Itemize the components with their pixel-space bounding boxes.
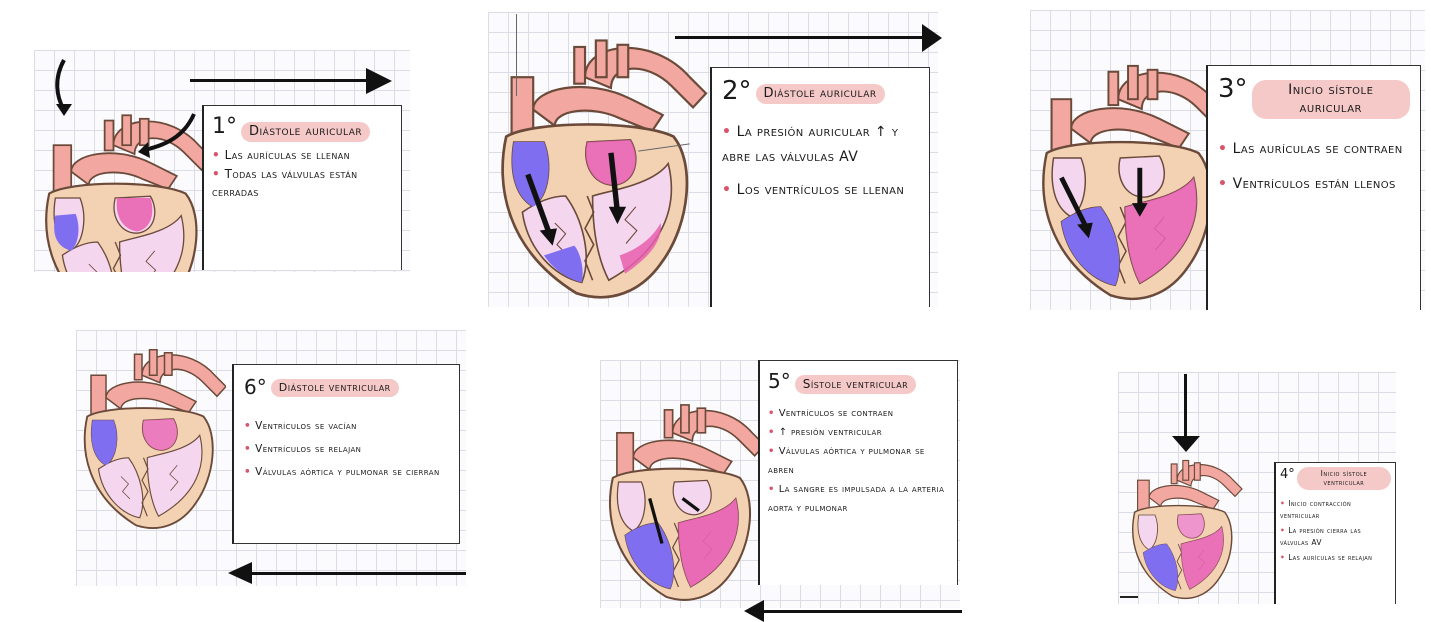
- step-3-card: 3° Inicio sístole auricular • Las aurícu…: [1206, 65, 1421, 310]
- step-6-card: 6° Diástole ventricular • Ventrículos se…: [232, 364, 460, 544]
- step-3-panel: 3° Inicio sístole auricular • Las aurícu…: [1030, 10, 1425, 310]
- step-2-panel: 2° Diástole auricular • La presión auric…: [488, 12, 938, 307]
- step-4-card: 4° Inicio sístole ventricular • Inicio c…: [1274, 462, 1396, 604]
- step-number: 4°: [1280, 467, 1295, 482]
- pointer-line: [1120, 596, 1138, 598]
- step-item: • La presión cierra las válvulas AV: [1280, 525, 1391, 549]
- flow-arrow: [250, 572, 466, 575]
- step-title: Inicio sístole auricular: [1252, 80, 1410, 119]
- step-item: • Las aurículas se contraen: [1218, 137, 1410, 162]
- flow-arrow: [1184, 374, 1187, 438]
- heart-diagram: [488, 34, 708, 304]
- step-item: • Inicio contracción ventricular: [1280, 498, 1391, 522]
- step-item: • Las aurículas se relajan: [1280, 552, 1391, 564]
- step-number: 3°: [1218, 74, 1248, 104]
- step-item: • Ventrículos se relajan: [244, 438, 449, 461]
- step-number: 5°: [768, 369, 791, 393]
- step-item: • Las aurículas se llenan: [212, 146, 393, 165]
- flow-arrow: [675, 36, 925, 39]
- step-title: Diástole auricular: [241, 122, 370, 142]
- heart-diagram: [1030, 60, 1230, 305]
- arrow-head: [228, 562, 252, 584]
- step-6-panel: 6° Diástole ventricular • Ventrículos se…: [76, 330, 466, 586]
- step-item: • Ventrículos se contraen: [768, 404, 949, 423]
- step-number: 1°: [212, 114, 237, 139]
- arrow-head: [922, 24, 942, 52]
- step-title: Diástole ventricular: [271, 379, 399, 397]
- arrow-head: [744, 600, 764, 622]
- step-1-card: 1° Diástole auricular • Las aurículas se…: [202, 105, 402, 270]
- step-1-panel: 1° Diástole auricular • Las aurículas se…: [34, 50, 410, 272]
- step-item: • La presión auricular ↑ y abre las válv…: [722, 120, 919, 170]
- step-4-panel: 4° Inicio sístole ventricular • Inicio c…: [1118, 372, 1396, 604]
- step-5-card: 5° Sístole ventricular • Ventrículos se …: [758, 360, 958, 585]
- step-5-panel: 5° Sístole ventricular • Ventrículos se …: [600, 360, 960, 608]
- step-item: • Ventrículos se vacían: [244, 415, 449, 438]
- step-item: • Ventrículos están llenos: [1218, 172, 1410, 197]
- heart-diagram: [1123, 457, 1245, 602]
- pointer-line: [516, 14, 517, 96]
- step-item: • Válvulas aórtica y pulmonar se abren: [768, 442, 949, 480]
- step-item: • La sangre es impulsada a la arteria ao…: [768, 480, 949, 518]
- step-item: • Los ventrículos se llenan: [722, 178, 919, 203]
- step-number: 2°: [722, 76, 752, 106]
- step-title: Sístole ventricular: [795, 375, 917, 394]
- inflow-arrow: [44, 58, 84, 118]
- step-item: • Válvulas aórtica y pulmonar se cierran: [244, 461, 449, 484]
- step-number: 6°: [244, 375, 267, 399]
- step-title: Inicio sístole ventricular: [1297, 467, 1391, 490]
- flow-arrow: [190, 79, 370, 82]
- heart-diagram: [76, 344, 226, 534]
- flow-arrow: [760, 610, 962, 613]
- step-2-card: 2° Diástole auricular • La presión auric…: [710, 67, 930, 307]
- step-item: • Todas las válvulas están cerradas: [212, 165, 393, 202]
- inflow-arrow: [134, 110, 204, 160]
- step-title: Diástole auricular: [756, 84, 885, 104]
- step-item: • ↑ presión ventricular: [768, 423, 949, 442]
- heart-diagram: [600, 400, 765, 605]
- arrow-head: [366, 66, 392, 96]
- arrow-head: [1172, 436, 1200, 452]
